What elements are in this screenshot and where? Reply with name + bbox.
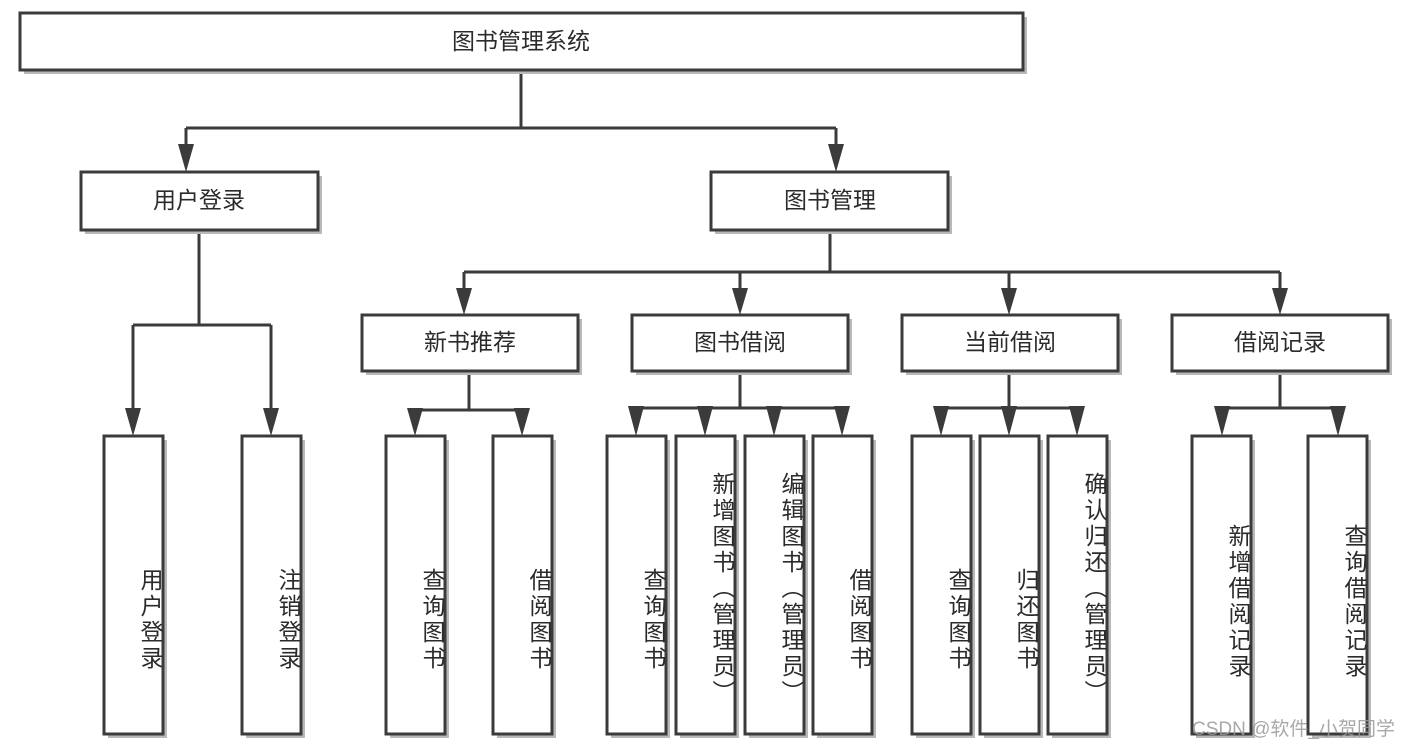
leaf-boxes-borrow-record	[1190, 434, 1371, 738]
connector-userlogin-to-leaves	[125, 232, 279, 436]
node-borrow-record[interactable]: 借阅记录	[1170, 313, 1392, 375]
node-root-book-management-system[interactable]: 图书管理系统	[18, 11, 1027, 74]
node-book-management-label: 图书管理	[784, 187, 876, 213]
node-book-borrow-label: 图书借阅	[694, 329, 786, 355]
node-new-book-recommend-label: 新书推荐	[424, 329, 516, 355]
connector-root-to-level2	[178, 70, 844, 172]
connector-newbook-to-leaves	[407, 375, 530, 436]
leaf-box-borrowrecord-query[interactable]	[1306, 434, 1369, 736]
leaf-box-currentborrow-return[interactable]	[978, 434, 1041, 736]
node-current-borrow-label: 当前借阅	[964, 329, 1056, 355]
connector-currentborrow-to-leaves	[933, 375, 1085, 436]
leaf-box-bookborrow-query[interactable]	[605, 434, 668, 736]
node-user-login-label: 用户登录	[153, 187, 245, 213]
connector-bookmgmt-to-level3	[456, 232, 1288, 315]
connector-bookborrow-to-leaves	[628, 375, 850, 436]
node-user-login[interactable]: 用户登录	[79, 170, 322, 234]
connector-borrowrecord-to-leaves	[1214, 375, 1346, 436]
node-book-management[interactable]: 图书管理	[709, 170, 952, 234]
node-root-label: 图书管理系统	[452, 28, 590, 54]
leaf-box-bookborrow-borrow[interactable]	[811, 434, 874, 736]
node-book-borrow[interactable]: 图书借阅	[630, 313, 852, 375]
leaf-box-bookborrow-edit[interactable]	[743, 434, 806, 736]
node-borrow-record-label: 借阅记录	[1234, 329, 1326, 355]
leaf-box-user-login-signin[interactable]	[102, 434, 165, 736]
leaf-box-newbook-borrow[interactable]	[491, 434, 554, 736]
leaf-box-currentborrow-confirm[interactable]	[1046, 434, 1109, 736]
leaf-boxes-current-borrow	[910, 434, 1111, 738]
leaf-box-currentborrow-query[interactable]	[910, 434, 973, 736]
node-new-book-recommend[interactable]: 新书推荐	[360, 313, 582, 375]
leaf-boxes-user-login	[102, 434, 305, 738]
leaf-box-user-login-signout[interactable]	[240, 434, 303, 736]
leaf-box-newbook-query[interactable]	[384, 434, 447, 736]
node-current-borrow[interactable]: 当前借阅	[900, 313, 1122, 375]
leaf-box-bookborrow-add[interactable]	[674, 434, 737, 736]
leaf-boxes-new-book	[384, 434, 556, 738]
csdn-watermark: CSDN @软件_小贺同学	[1192, 719, 1395, 740]
leaf-boxes-book-borrow	[605, 434, 876, 738]
leaf-box-borrowrecord-add[interactable]	[1190, 434, 1253, 736]
